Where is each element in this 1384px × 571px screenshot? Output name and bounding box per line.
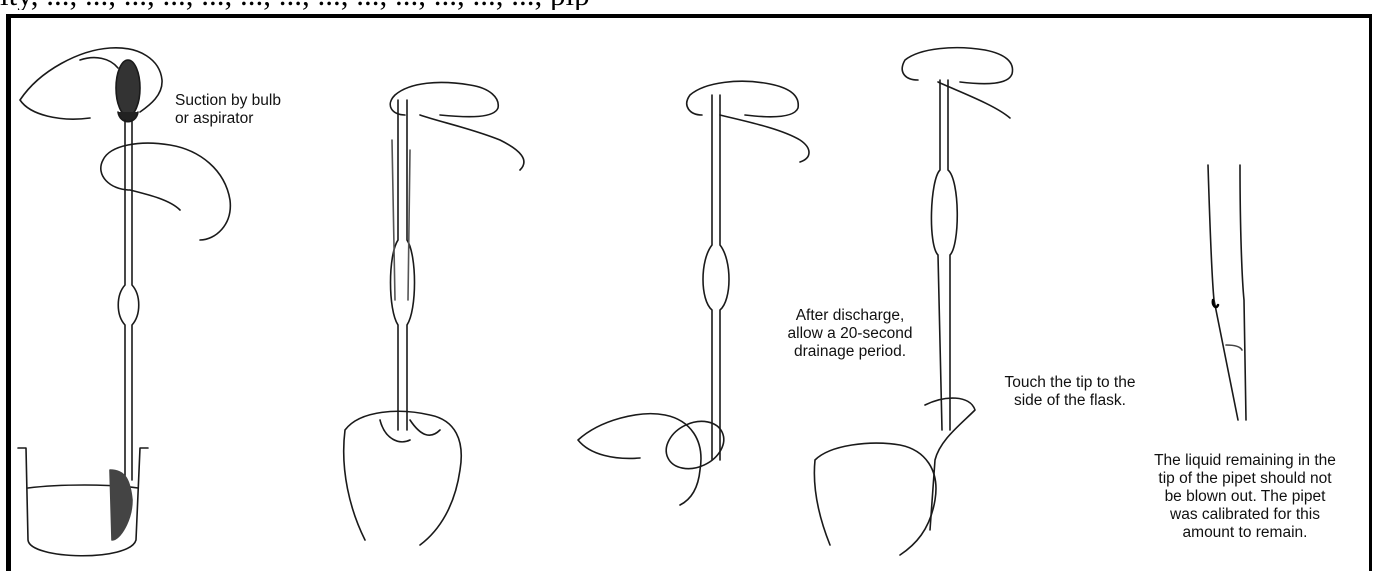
caption-suction: Suction by bulb or aspirator	[175, 92, 345, 128]
hand-holding-pipet	[101, 143, 231, 240]
hand-with-tissue	[344, 411, 462, 545]
pipet-tip-detail	[1208, 165, 1246, 420]
tip-detail-panel	[1208, 165, 1246, 420]
caption-drainage: After discharge, allow a 20-second drain…	[760, 307, 940, 361]
touch-panel	[814, 48, 1012, 555]
hand-holding-bulb	[20, 48, 162, 119]
hand-holding-pipet-3	[687, 81, 809, 162]
pipet-1	[118, 120, 139, 480]
hand-holding-pipet-4	[902, 48, 1012, 118]
caption-touch: Touch the tip to the side of the flask.	[980, 374, 1160, 410]
wipe-panel	[344, 82, 524, 545]
hand-holding-flask-4	[814, 443, 936, 555]
pipet-4	[931, 80, 957, 430]
pipet-3	[703, 95, 729, 460]
drain-panel	[578, 81, 809, 505]
suction-bulb	[116, 60, 140, 116]
caption-remaining: The liquid remaining in the tip of the p…	[1125, 452, 1365, 542]
